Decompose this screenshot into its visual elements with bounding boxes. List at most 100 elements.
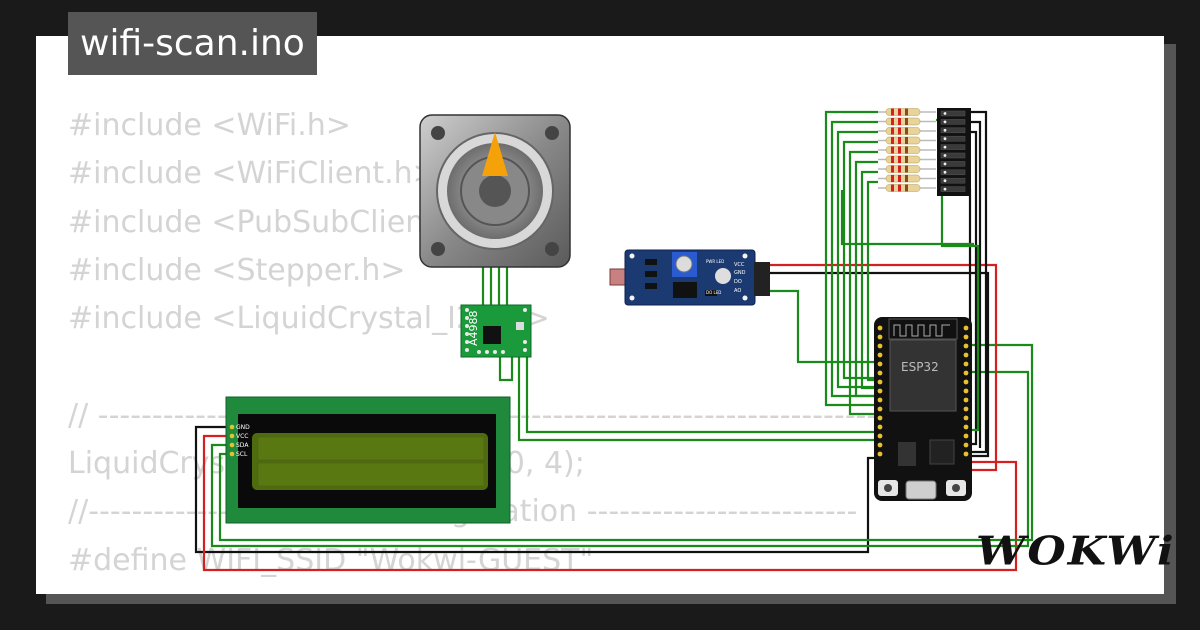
lcd-char-grid xyxy=(257,436,485,487)
led-bar[interactable] xyxy=(937,108,971,196)
led-segment xyxy=(940,177,966,184)
led-segment xyxy=(940,110,966,117)
wires xyxy=(194,110,1034,572)
code-line: #include <Stepper.h> xyxy=(68,252,406,288)
led-pin xyxy=(943,154,947,157)
led-pin xyxy=(943,120,947,124)
resistor-band xyxy=(905,108,908,116)
wire-led-green-2 xyxy=(840,190,974,246)
lcd-pin-label: GND xyxy=(236,424,250,431)
led-segment xyxy=(940,161,966,167)
resistor-band xyxy=(905,137,908,144)
lcd-pin-label: VCC xyxy=(236,433,248,440)
esp32-pin xyxy=(877,397,883,403)
wire-lcd-scl xyxy=(218,343,1034,542)
wire-res-6 xyxy=(854,160,880,398)
wire-res-5 xyxy=(848,150,880,416)
led-segment xyxy=(940,186,966,192)
wire-res-1 xyxy=(824,110,880,407)
resistor-bank[interactable] xyxy=(878,108,936,192)
wire-driver-2 xyxy=(525,353,880,434)
lcd-pin-label: SDA xyxy=(236,442,249,449)
esp32-pin xyxy=(963,397,969,403)
resistor-band xyxy=(905,127,908,135)
esp32-pin xyxy=(963,433,969,439)
resistor xyxy=(885,165,921,173)
resistor-band xyxy=(898,165,901,173)
resistor xyxy=(885,174,921,183)
esp32-pin xyxy=(963,424,969,430)
light-sensor-module[interactable]: VCC GND DO AO PWR LED DO LED xyxy=(609,249,770,306)
resistor-band xyxy=(891,127,894,135)
wokwi-logo[interactable]: WOKWi xyxy=(976,528,1176,575)
resistor xyxy=(885,108,921,116)
motor-needle-icon xyxy=(482,132,508,176)
esp32-pin xyxy=(877,352,883,358)
esp32-pin xyxy=(963,406,969,412)
esp32-pin xyxy=(877,415,883,421)
esp32-pin xyxy=(963,334,969,340)
esp32-pin xyxy=(877,388,883,394)
led-pin xyxy=(943,128,947,132)
resistor-band xyxy=(905,146,908,154)
resistor-band xyxy=(891,137,894,144)
led-pin xyxy=(943,187,947,191)
wire-lcd-sda xyxy=(210,370,1030,548)
led-pin xyxy=(943,145,947,149)
resistor-band xyxy=(905,165,908,173)
wire-res-7 xyxy=(860,170,880,390)
resistor-band xyxy=(891,175,894,182)
lcd-pin-label: SCL xyxy=(236,451,248,458)
wire-led-gnd xyxy=(962,110,988,454)
esp32-pin xyxy=(963,370,969,376)
resistor-band xyxy=(898,184,901,192)
resistor-band xyxy=(891,184,894,192)
file-title[interactable]: wifi-scan.ino xyxy=(68,12,317,75)
resistor-band xyxy=(905,184,908,192)
led-pin xyxy=(943,162,947,166)
led-segment xyxy=(940,144,966,150)
lcd-display[interactable]: GND VCC SDA SCL xyxy=(225,396,511,524)
resistor-band xyxy=(905,156,908,163)
resistor xyxy=(885,117,921,126)
esp32-pin xyxy=(963,451,969,457)
resistor-band xyxy=(891,156,894,163)
esp32-pin xyxy=(963,352,969,358)
wire-sensor-gnd xyxy=(770,271,990,458)
esp32-pin xyxy=(877,343,883,349)
esp32-pin xyxy=(963,343,969,349)
wire-sensor-vcc xyxy=(770,263,998,472)
sensor-led-label: DO LED xyxy=(706,290,721,295)
stepper-motor[interactable] xyxy=(419,114,571,268)
esp32-pin xyxy=(877,442,883,448)
led-segment xyxy=(940,135,966,142)
led-segment xyxy=(940,119,966,125)
esp32-pin xyxy=(963,442,969,448)
code-line: #define WIFI_PASSWORD "" xyxy=(68,585,877,594)
wire-lcd-vcc xyxy=(202,434,1018,572)
esp32-pin xyxy=(877,451,883,457)
esp32-pin xyxy=(963,388,969,394)
led-segment xyxy=(940,152,966,159)
resistor-band xyxy=(905,118,908,125)
esp32-board[interactable]: ESP32 xyxy=(874,317,972,501)
esp32-pin xyxy=(877,379,883,385)
resistor xyxy=(885,127,921,135)
wire-driver-1 xyxy=(517,353,880,442)
sensor-pin-label: GND xyxy=(734,270,746,276)
resistor-band xyxy=(898,108,901,116)
resistor-band xyxy=(898,156,901,163)
led-segment xyxy=(940,169,966,176)
sensor-pin-label: VCC xyxy=(734,262,745,268)
wire-driver-loop xyxy=(498,357,514,382)
wire-lcd-gnd xyxy=(194,425,880,554)
resistor-band xyxy=(891,165,894,173)
wire-res-3 xyxy=(836,130,880,389)
a4988-driver[interactable]: A4988 xyxy=(460,304,532,358)
sensor-pin-label: DO xyxy=(734,279,742,285)
led-pin xyxy=(943,179,947,183)
esp32-pin xyxy=(963,415,969,421)
esp32-pin xyxy=(877,406,883,412)
esp32-label: ESP32 xyxy=(901,360,939,374)
